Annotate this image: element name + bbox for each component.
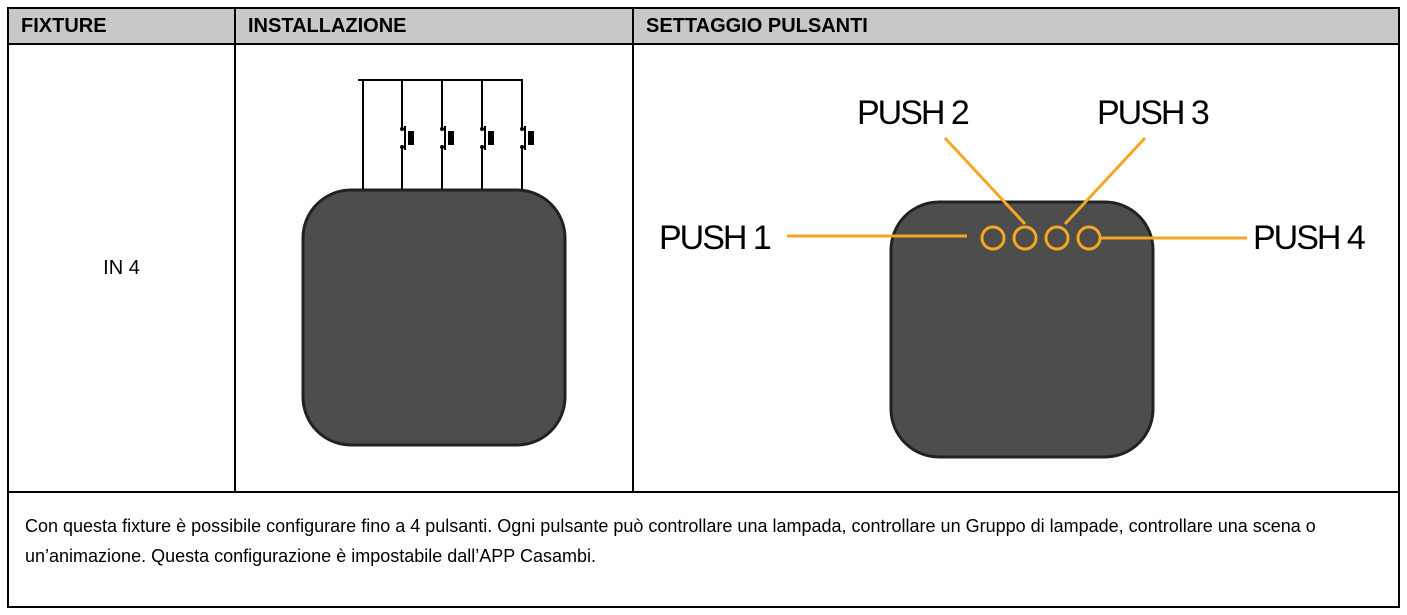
push-4-label: PUSH 4 (1253, 219, 1365, 257)
header-installazione: INSTALLAZIONE (236, 9, 632, 45)
push-1-callout: PUSH 1 (659, 219, 967, 257)
push-3-callout: PUSH 3 (1044, 94, 1211, 251)
installation-diagram: COM IN1 IN2 IN3 IN4 DALC NET CBU-8PUSH P… (301, 79, 567, 447)
column-divider (234, 9, 236, 493)
button-settings-diagram: COM IN1 IN2 IN3 IN4 DALC NET CBU-8PUSH P… (659, 94, 1367, 459)
push-2-callout: PUSH 2 (857, 94, 1038, 251)
push-2-label: PUSH 2 (857, 94, 969, 132)
push-button-icon (480, 122, 494, 154)
push-button-icon (400, 122, 414, 154)
push-4-callout: PUSH 4 (1076, 219, 1367, 257)
column-divider (632, 9, 634, 493)
description-text: Con questa fixture è possibile configura… (25, 516, 1316, 566)
device-module: COM IN1 IN2 IN3 IN4 DALC NET CBU-8PUSH P… (301, 188, 567, 447)
device-module: COM IN1 IN2 IN3 IN4 DALC NET CBU-8PUSH P… (889, 200, 1155, 459)
device-housing: COM IN1 IN2 IN3 IN4 DALC NET CBU-8PUSH P… (889, 200, 1155, 459)
push-button-icons (400, 122, 534, 154)
fixture-value: IN 4 (103, 256, 140, 279)
push-3-label: PUSH 3 (1097, 94, 1209, 132)
row-divider (9, 491, 1398, 493)
push-button-icon (440, 122, 454, 154)
header-fixture: FIXTURE (9, 9, 234, 45)
device-housing: COM IN1 IN2 IN3 IN4 DALC NET CBU-8PUSH P… (301, 188, 567, 447)
push-button-icon (520, 122, 534, 154)
header-settaggio: SETTAGGIO PULSANTI (634, 9, 1398, 45)
push-callouts: PUSH 1 PUSH 2 PUSH 3 PUSH 4 (659, 94, 1367, 257)
push-1-label: PUSH 1 (659, 219, 771, 257)
wiring-schematic (358, 79, 523, 193)
fixture-table: FIXTURE INSTALLAZIONE SETTAGGIO PULSANTI… (7, 7, 1400, 608)
